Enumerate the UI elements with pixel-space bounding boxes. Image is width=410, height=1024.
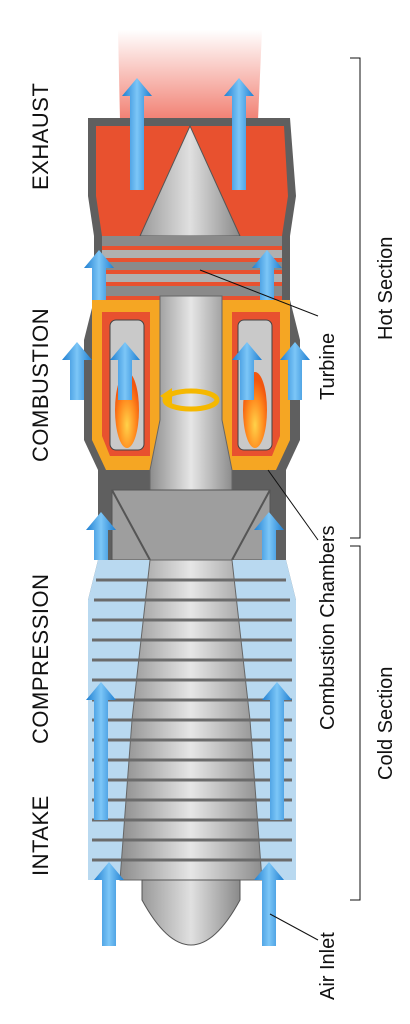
- stage-label-intake: INTAKE: [28, 795, 53, 876]
- callout-air-inlet: Air Inlet: [317, 932, 339, 1000]
- cold-section-bracket: [350, 545, 361, 901]
- stage-label-combustion: COMBUSTION: [28, 308, 53, 462]
- stage-label-exhaust: EXHAUST: [28, 83, 53, 190]
- turbine-leader: [199, 269, 319, 317]
- airflow-arrows: [62, 78, 310, 946]
- callout-turbine: Turbine: [317, 333, 339, 400]
- hot-section-bracket: [350, 57, 361, 539]
- diffuser-frame: [111, 489, 271, 561]
- rotation-arrow-icon: [160, 388, 220, 412]
- section-label-hot: Hot Section: [375, 237, 397, 340]
- exhaust-plume: [118, 30, 262, 120]
- callout-combustion-chambers: Combustion Chambers: [317, 525, 339, 730]
- section-label-cold: Cold Section: [375, 667, 397, 780]
- turbine-stages: [102, 236, 282, 296]
- intake-spinner: [141, 879, 241, 946]
- compressor-blades: [92, 578, 292, 862]
- chambers-leader: [267, 469, 319, 541]
- stage-label-compression: COMPRESSION: [28, 573, 53, 744]
- inlet-leader: [269, 913, 319, 941]
